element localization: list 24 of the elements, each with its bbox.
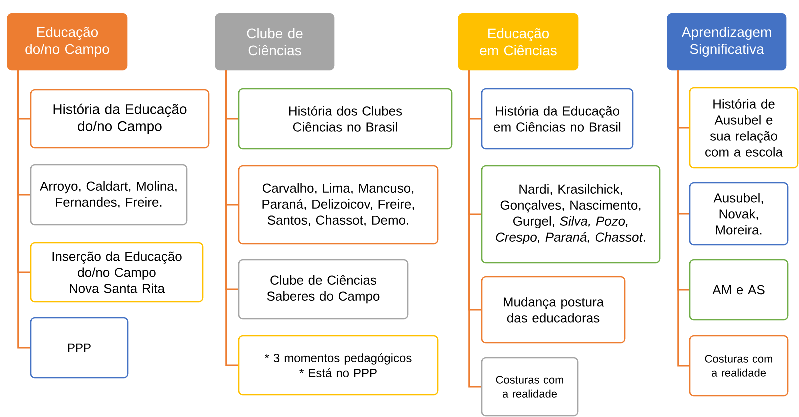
content-box: Arroyo, Caldart, Molina, Fernandes, Freire. <box>30 164 188 226</box>
connector-line <box>18 70 30 349</box>
content-box: * 3 momentos pedagógicos * Está no PPP <box>238 335 439 396</box>
content-box: História da Educação do/no Campo <box>30 89 210 149</box>
topic-header: Clube de Ciências <box>215 13 335 71</box>
connector-line <box>226 70 238 366</box>
content-box: Inserção da Educação do/no Campo Nova Santa Rita <box>30 242 204 303</box>
content-box: AM e AS <box>689 259 789 321</box>
content-box: Costuras com a realidade <box>689 335 789 397</box>
topic-header: Educação em Ciências <box>458 13 579 71</box>
content-box: Ausubel, Novak, Moreira. <box>689 182 789 246</box>
content-box: Mudança postura das educadoras <box>481 276 626 344</box>
content-box: PPP <box>30 317 129 379</box>
content-box: História de Ausubel e sua relação com a escola <box>689 87 799 169</box>
content-box: Carvalho, Lima, Mancuso, Paraná, Delizoicov, Freire, Santos, Chassot, Demo. <box>238 165 439 245</box>
content-box: História dos Clubes Ciências no Brasil <box>238 88 453 150</box>
connector-line <box>468 70 482 388</box>
content-box: História da Educação em Ciências no Brasil <box>481 88 634 150</box>
connector-line <box>678 70 690 367</box>
content-box: Costuras com a realidade <box>481 357 579 417</box>
topic-header: Educação do/no Campo <box>7 13 128 71</box>
content-box: Nardi, Krasilchick, Gonçalves, Nascimento, Gurgel, Silva, Pozo, Crespo, Paraná, Chassot. <box>481 165 661 264</box>
content-box: Clube de Ciências Saberes do Campo <box>238 259 409 320</box>
topic-header: Aprendizagem Significativa <box>667 13 787 71</box>
